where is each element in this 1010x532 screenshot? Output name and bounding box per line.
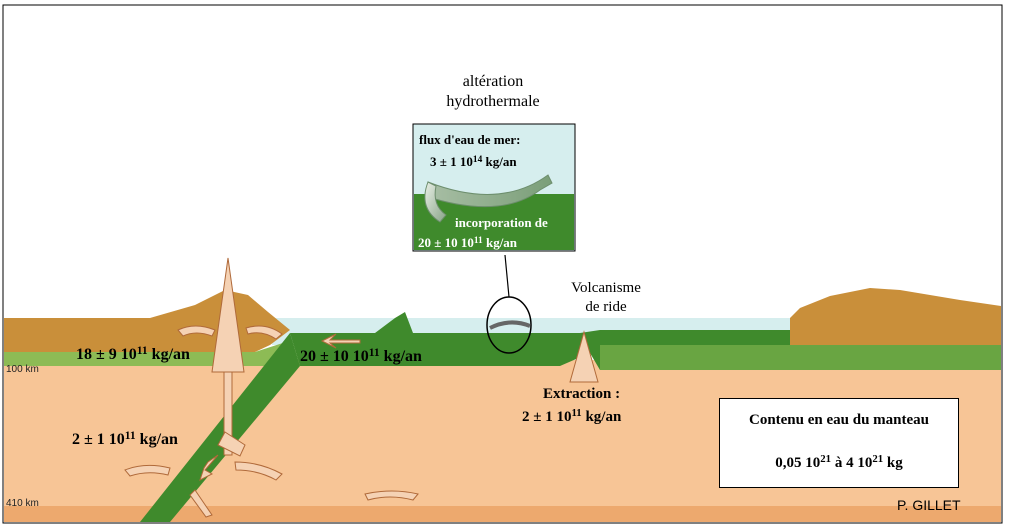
slab-flux-arrow — [320, 333, 361, 349]
transition-zone-band — [4, 506, 1001, 522]
seawater-flux-title: flux d'eau de mer: — [419, 132, 521, 147]
subducting-slab — [140, 333, 300, 522]
slab-flux-value: 20 ± 10 1011 kg/an — [300, 346, 422, 365]
deep-arrow-1 — [217, 431, 246, 457]
incorporation-value: 20 ± 10 1011 kg/an — [418, 235, 518, 250]
mantle-box-value: 0,05 1021 à 4 1021 kg — [775, 453, 903, 471]
inset-flux-arrow — [424, 174, 553, 208]
volcanism-line1: Volcanisme — [571, 280, 641, 296]
arc-flux-value: 18 ± 9 1011 kg/an — [76, 344, 190, 363]
deep-arrow-5 — [189, 489, 213, 518]
extraction-title: Extraction : — [543, 386, 621, 402]
deep-arrow-2 — [199, 454, 219, 481]
lithosphere-light — [600, 345, 1001, 370]
hydrothermal-cell-arrow — [489, 320, 531, 330]
incorporation-title: incorporation de — [455, 215, 548, 230]
author-credit: P. GILLET — [897, 497, 961, 513]
mantle-box-title: Contenu en eau du manteau — [748, 412, 930, 428]
arc-arrow-right — [245, 325, 283, 340]
alteration-title-line2: hydrothermale — [446, 93, 540, 110]
depth-410-label: 410 km — [6, 498, 39, 509]
extraction-value: 2 ± 1 1011 kg/an — [522, 407, 622, 425]
mantle-convection-arrow — [364, 490, 419, 501]
seawater-flux-value: 3 ± 1 1014 kg/an — [430, 154, 517, 169]
deep-arrow-4 — [124, 464, 171, 477]
arc-arrow-left — [177, 325, 216, 337]
mantle-flux-value: 2 ± 1 1011 kg/an — [72, 429, 178, 448]
deep-arrow-3 — [234, 461, 283, 481]
alteration-title-line1: altération — [462, 73, 524, 90]
volcanism-line2: de ride — [585, 299, 627, 315]
mantle-water-content-box: Contenu en eau du manteau 0,05 1021 à 4 … — [719, 398, 959, 488]
ridge-extraction-arrow — [569, 330, 599, 383]
inset-incorporation-arrow — [424, 181, 447, 223]
depth-100-label: 100 km — [6, 364, 39, 375]
continent-right — [790, 288, 1001, 345]
callout-line — [504, 254, 510, 298]
